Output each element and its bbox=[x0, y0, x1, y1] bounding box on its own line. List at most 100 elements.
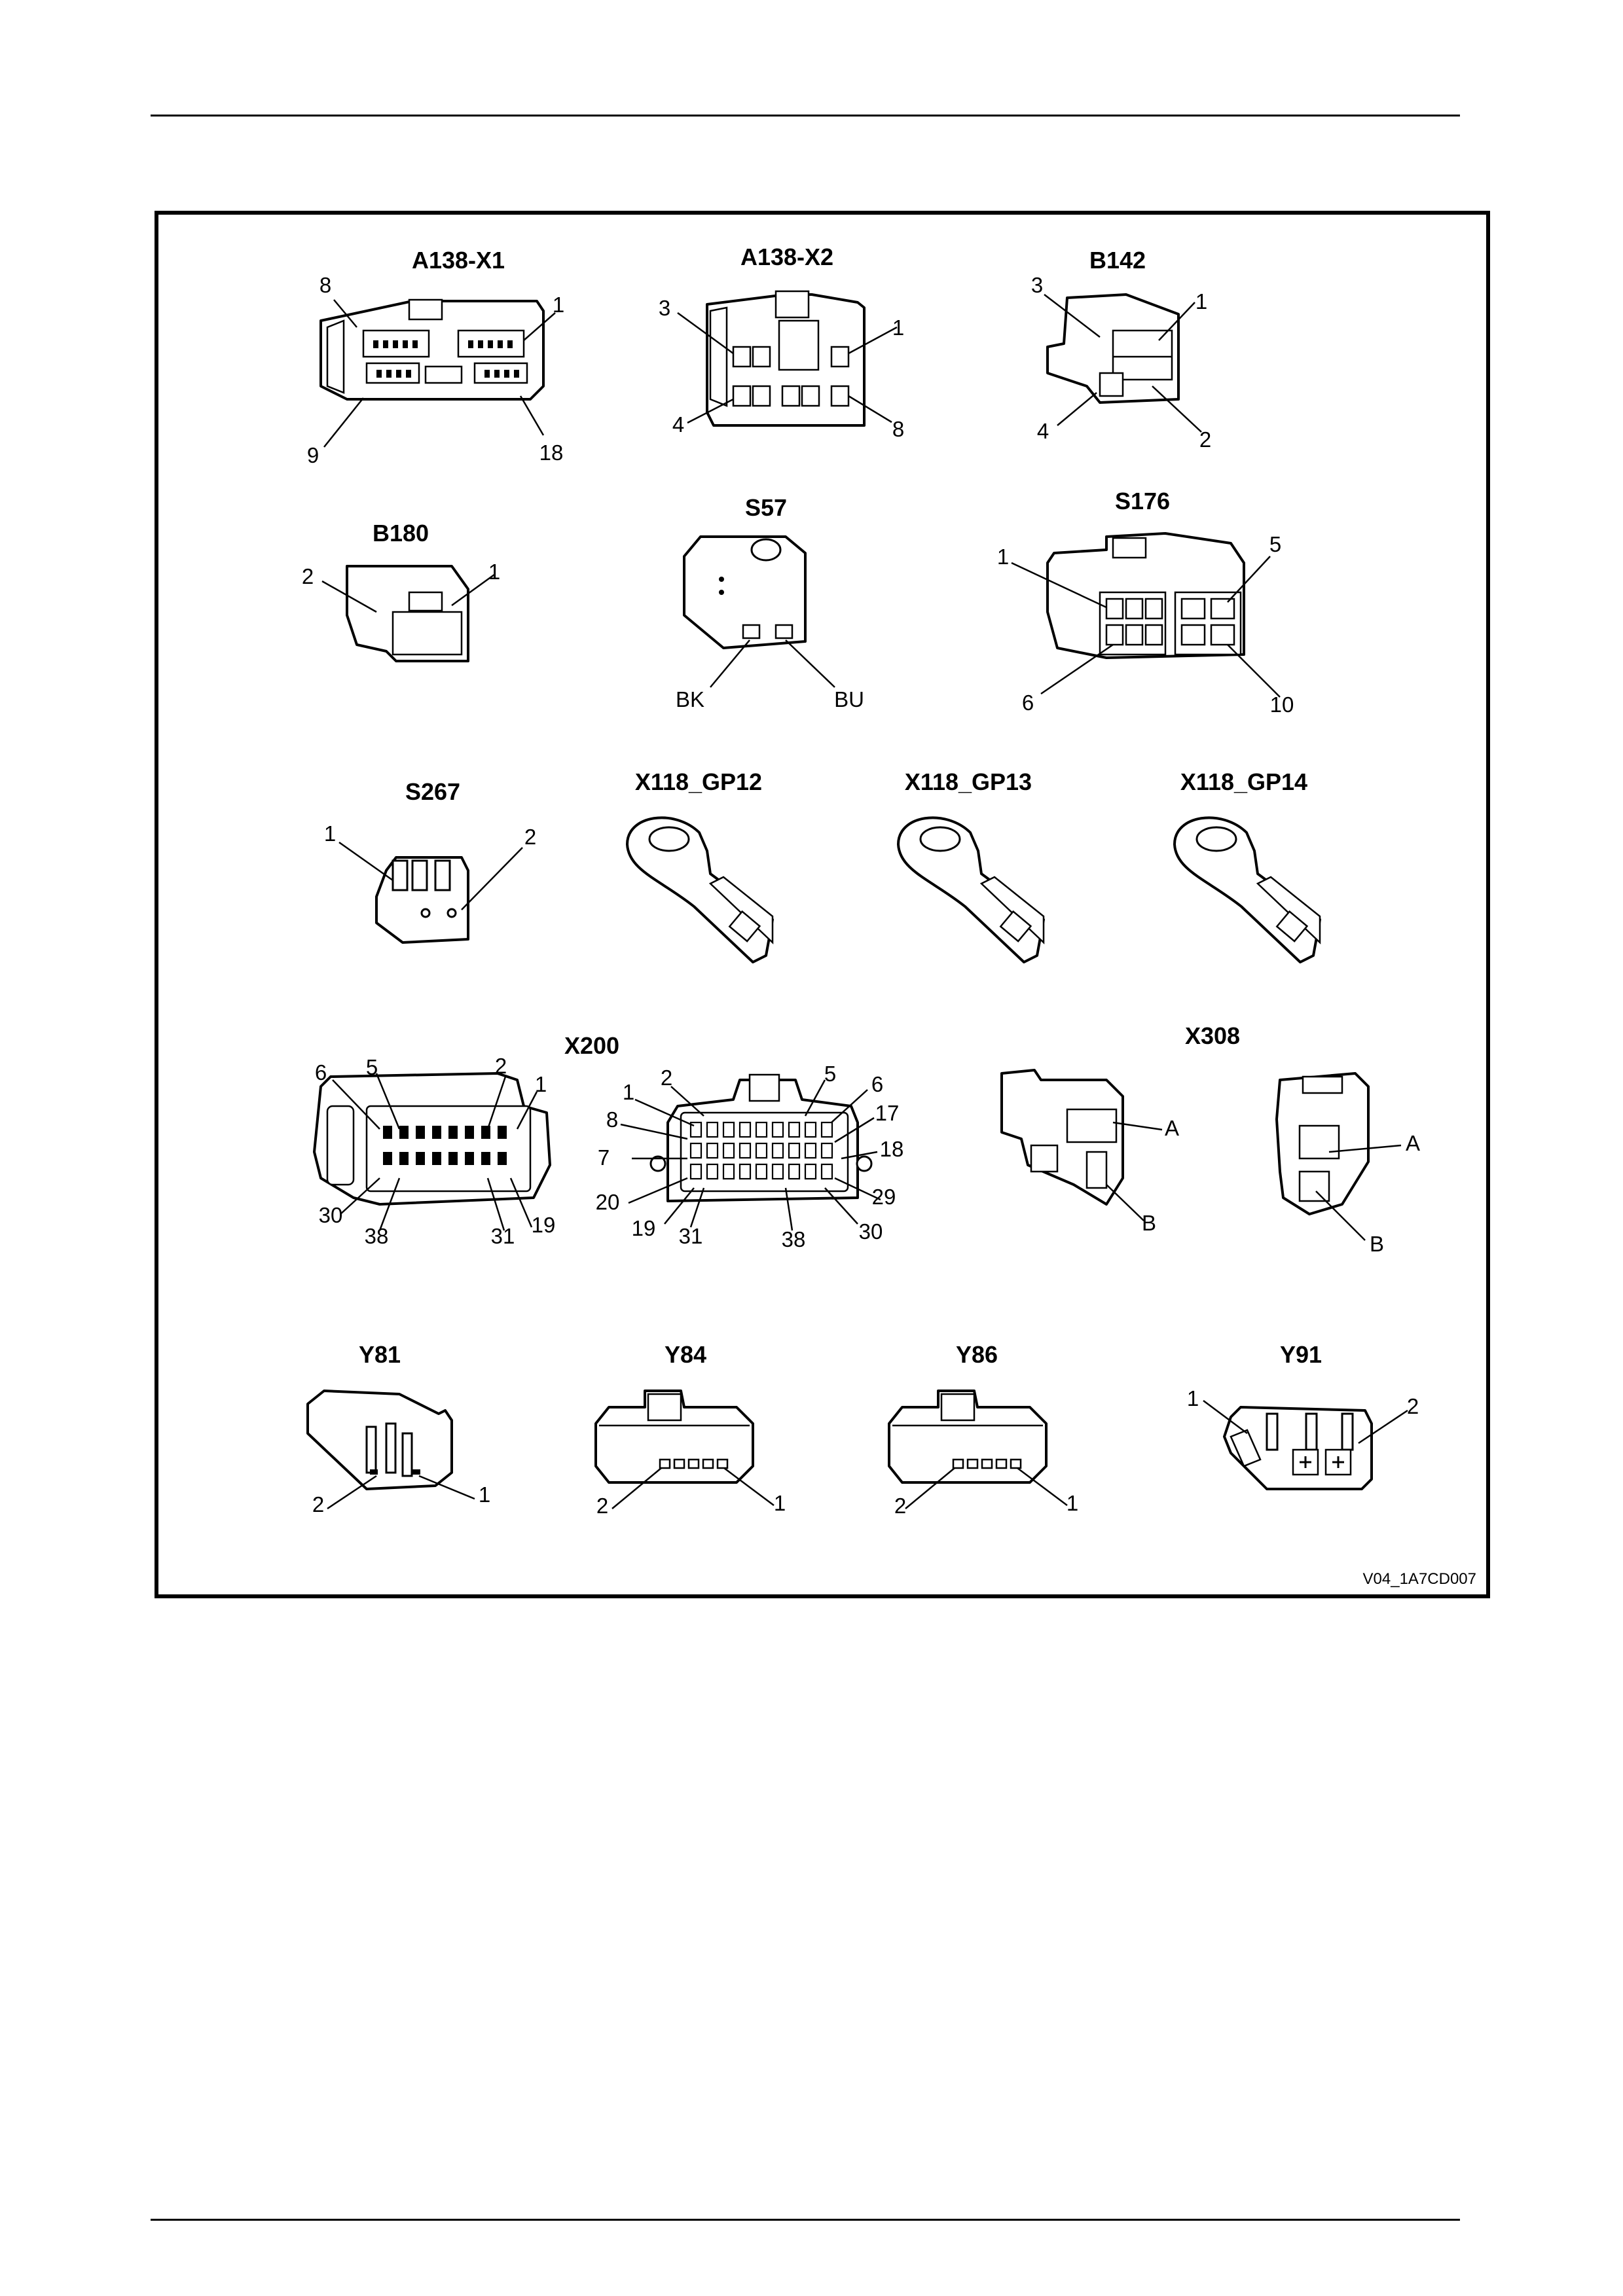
pin-label: 18 bbox=[539, 440, 564, 465]
connector-title: B180 bbox=[373, 520, 429, 547]
connector-x118-gp12: X118_GP12 bbox=[627, 768, 773, 962]
pin-label: 3 bbox=[659, 296, 670, 320]
connector-title: X118_GP13 bbox=[905, 768, 1032, 795]
pin-label: 10 bbox=[1270, 692, 1294, 717]
a138-x1-drawing bbox=[321, 300, 555, 447]
pin-label: 19 bbox=[532, 1213, 556, 1237]
connector-s176: S176 1 5 6 10 bbox=[997, 488, 1294, 717]
s57-drawing bbox=[684, 537, 835, 687]
pin-label: 1 bbox=[535, 1072, 547, 1096]
pin-label: 6 bbox=[871, 1072, 883, 1096]
pin-label: 38 bbox=[782, 1227, 806, 1251]
pin-label: 1 bbox=[774, 1491, 786, 1515]
connector-title: S176 bbox=[1115, 488, 1170, 514]
connector-a138-x2: A138-X2 3 1 4 8 bbox=[659, 243, 904, 441]
x118-gp13-drawing bbox=[898, 817, 1044, 962]
connector-title: A138-X1 bbox=[412, 247, 505, 274]
connector-x200: X200 6 5 2 1 30 38 31 19 bbox=[314, 1032, 903, 1251]
pin-label: 2 bbox=[524, 825, 536, 849]
pin-label: 38 bbox=[365, 1224, 389, 1248]
pin-label: 8 bbox=[892, 417, 904, 441]
pin-label: 17 bbox=[875, 1101, 900, 1125]
top-rule bbox=[151, 115, 1460, 117]
s176-drawing bbox=[1012, 533, 1280, 697]
pin-label: 31 bbox=[491, 1224, 515, 1248]
b142-drawing bbox=[1044, 295, 1201, 432]
y86-drawing bbox=[889, 1391, 1067, 1509]
pin-label: 1 bbox=[488, 560, 500, 584]
connector-title: Y91 bbox=[1280, 1341, 1322, 1368]
pin-label: 2 bbox=[1199, 427, 1211, 452]
connector-b180: B180 2 1 bbox=[302, 520, 500, 661]
pin-label: BU bbox=[834, 687, 864, 711]
pin-label: 1 bbox=[553, 293, 564, 317]
connector-diagram: A138-X1 8 1 9 18 A138-X2 bbox=[158, 215, 1486, 1594]
connector-title: Y84 bbox=[665, 1341, 706, 1368]
connector-title: Y86 bbox=[956, 1341, 998, 1368]
pin-label: 1 bbox=[324, 821, 336, 846]
x118-gp14-drawing bbox=[1175, 817, 1320, 962]
pin-label: 8 bbox=[606, 1107, 618, 1132]
connector-s267: S267 1 2 bbox=[324, 778, 536, 942]
y81-drawing bbox=[308, 1391, 475, 1509]
connector-title: X308 bbox=[1185, 1022, 1240, 1049]
pin-label: 1 bbox=[997, 545, 1009, 569]
pin-label: 1 bbox=[623, 1080, 634, 1104]
connector-s57: S57 BK BU bbox=[676, 494, 864, 711]
pin-label: 7 bbox=[598, 1145, 610, 1170]
pin-label: 2 bbox=[596, 1494, 608, 1518]
pin-label: B bbox=[1370, 1232, 1384, 1256]
y84-drawing bbox=[596, 1391, 774, 1509]
connector-y91: Y91 1 2 bbox=[1187, 1341, 1419, 1489]
connector-title: X200 bbox=[564, 1032, 619, 1059]
pin-label: 18 bbox=[880, 1137, 904, 1161]
connector-y81: Y81 2 1 bbox=[308, 1341, 490, 1516]
pin-label: 4 bbox=[1037, 419, 1049, 443]
pin-label: 1 bbox=[1195, 289, 1207, 314]
s267-drawing bbox=[339, 842, 522, 942]
pin-label: 1 bbox=[1187, 1386, 1199, 1410]
a138-x2-drawing bbox=[678, 291, 897, 425]
x200-left-drawing bbox=[314, 1073, 550, 1230]
y91-drawing bbox=[1203, 1401, 1408, 1489]
pin-label: 5 bbox=[824, 1062, 836, 1086]
pin-label: 2 bbox=[312, 1492, 324, 1516]
b180-drawing bbox=[322, 566, 494, 661]
pin-label: 2 bbox=[495, 1054, 507, 1078]
figure-id: V04_1A7CD007 bbox=[1363, 1570, 1476, 1588]
pin-label: 6 bbox=[315, 1060, 327, 1085]
pin-label: 5 bbox=[1269, 532, 1281, 556]
pin-label: B bbox=[1142, 1211, 1156, 1235]
bottom-rule bbox=[151, 2219, 1460, 2221]
pin-label: 1 bbox=[1067, 1491, 1078, 1515]
pin-label: 30 bbox=[859, 1219, 883, 1244]
x308-right-drawing bbox=[1277, 1073, 1401, 1240]
pin-label: 4 bbox=[672, 412, 684, 437]
connector-title: Y81 bbox=[359, 1341, 401, 1368]
pin-label: A bbox=[1165, 1116, 1179, 1140]
pin-label: 29 bbox=[872, 1185, 896, 1209]
connector-x308: X308 A B A B bbox=[1002, 1022, 1420, 1256]
diagram-frame: A138-X1 8 1 9 18 A138-X2 bbox=[155, 211, 1490, 1598]
connector-title: X118_GP14 bbox=[1180, 768, 1307, 795]
pin-label: 6 bbox=[1022, 691, 1034, 715]
connector-b142: B142 3 1 4 2 bbox=[1031, 247, 1211, 452]
connector-y84: Y84 2 1 bbox=[596, 1341, 786, 1518]
pin-label: A bbox=[1406, 1131, 1420, 1155]
pin-label: 3 bbox=[1031, 273, 1043, 297]
pin-label: 9 bbox=[307, 443, 319, 467]
pin-label: 2 bbox=[302, 564, 314, 588]
pin-label: 2 bbox=[1407, 1394, 1419, 1418]
pin-label: 1 bbox=[892, 315, 904, 340]
connector-title: A138-X2 bbox=[740, 243, 833, 270]
connector-title: S57 bbox=[745, 494, 787, 521]
connector-y86: Y86 2 1 bbox=[889, 1341, 1078, 1518]
pin-label: 2 bbox=[894, 1494, 906, 1518]
connector-title: B142 bbox=[1089, 247, 1146, 274]
x308-left-drawing bbox=[1002, 1070, 1162, 1221]
pin-label: 30 bbox=[319, 1203, 343, 1227]
connector-a138-x1: A138-X1 8 1 9 18 bbox=[307, 247, 564, 467]
pin-label: 1 bbox=[479, 1482, 490, 1507]
pin-label: 19 bbox=[632, 1216, 656, 1240]
pin-label: 5 bbox=[366, 1055, 378, 1079]
